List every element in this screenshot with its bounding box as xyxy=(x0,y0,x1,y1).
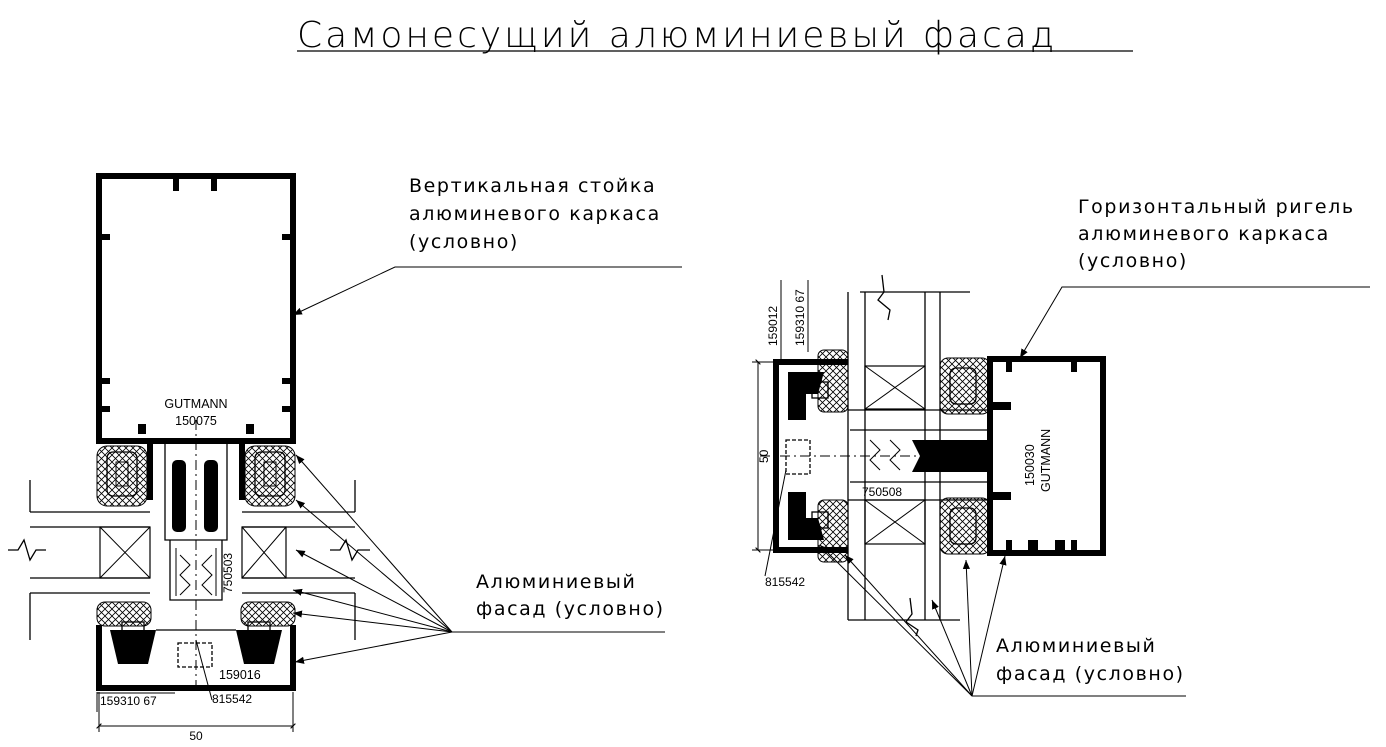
facade-leaders-right xyxy=(819,544,1186,697)
mullion-note-line-2: алюминевого каркаса xyxy=(409,203,661,225)
transom-leader xyxy=(1019,286,1370,359)
facade-note-left-line-1: Алюминиевый xyxy=(476,571,636,593)
transom-note-line-3: (условно) xyxy=(1078,250,1188,272)
transom-brand-label: GUTMANN xyxy=(1039,429,1053,492)
code-b-label: 159310 67 xyxy=(793,289,807,346)
mullion-leader xyxy=(292,266,682,316)
facade-leaders-left xyxy=(292,454,665,664)
dimension-50-right: 50 xyxy=(752,359,776,553)
transom-profile: 150030 GUTMANN xyxy=(987,356,1106,556)
insert-code-label: 750503 xyxy=(221,553,235,593)
cap-code-label: 159016 xyxy=(219,668,261,682)
facade-note-right-line-1: Алюминиевый xyxy=(996,635,1156,657)
mullion-brand-label: GUTMANN xyxy=(164,397,227,411)
outer-cap-profile xyxy=(96,621,296,691)
transom-code-label: 150030 xyxy=(1023,444,1037,486)
drawing-title: Самонесущий алюминиевый фасад xyxy=(297,15,1057,56)
mullion-note-line-1: Вертикальная стойка xyxy=(409,175,656,197)
glass-unit-right xyxy=(241,480,370,640)
transom-insert-code-label: 750508 xyxy=(862,485,902,499)
facade-note-left-line-2: фасад (условно) xyxy=(476,598,665,620)
outer-code-label: 159310 67 xyxy=(100,694,157,708)
outer-cap-right-detail xyxy=(773,349,849,563)
glass-unit-left xyxy=(8,480,151,640)
screw-code-label: 815542 xyxy=(212,692,252,706)
facade-note-right-line-2: фасад (условно) xyxy=(996,663,1185,685)
mullion-note-line-3: (условно) xyxy=(409,231,519,253)
code-a-label: 159012 xyxy=(766,306,780,346)
screw-code-label-right: 815542 xyxy=(765,575,805,589)
dimension-50-left: 50 xyxy=(96,692,296,743)
transom-note-line-2: алюминевого каркаса xyxy=(1078,223,1330,245)
left-detail: GUTMANN 150075 xyxy=(8,173,682,743)
right-detail: 150030 GUTMANN 750508 159012 159310 67 xyxy=(752,196,1370,697)
dimension-value: 50 xyxy=(189,729,203,743)
transom-note-line-1: Горизонтальный ригель xyxy=(1078,196,1355,218)
dimension-value-right: 50 xyxy=(757,449,771,463)
